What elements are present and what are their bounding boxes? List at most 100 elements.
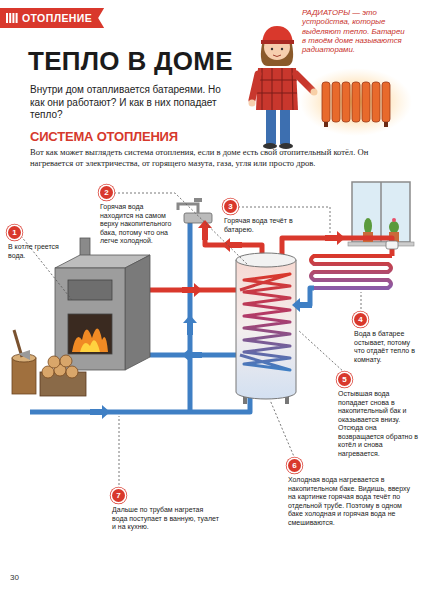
heat-glow (300, 68, 412, 136)
intro-text: Внутри дом отапливается батареями. Но ка… (30, 84, 235, 122)
icon-fin (6, 13, 8, 23)
cold-flow-arrow (183, 315, 197, 335)
callout-text: Вода в батарее остывает, потому что отда… (354, 330, 418, 364)
flame (72, 328, 108, 352)
section-banner: ОТОПЛЕНИЕ (0, 8, 104, 28)
banner-text: ОТОПЛЕНИЕ (0, 8, 104, 28)
chopping-stump (12, 358, 36, 394)
girl-leg (280, 108, 290, 144)
callout-text: Горячая вода находится на самом верху на… (100, 203, 178, 246)
cactus (364, 218, 372, 234)
hot-flow-arrow (198, 220, 212, 240)
girl-shirt (256, 68, 298, 110)
callout-number: 4 (354, 313, 367, 326)
callout-number: 2 (100, 186, 113, 199)
shirt-plaid (257, 68, 297, 110)
callout-text: Остывшая вода попадает снова в накопител… (338, 390, 420, 458)
flame-core (80, 340, 100, 352)
cold-flow-arrow (90, 405, 110, 419)
radiator-coil (311, 256, 392, 288)
boiler-front (55, 268, 125, 370)
cold-inlet-pipe (30, 394, 250, 412)
firewood (12, 330, 86, 396)
cold-flow-arrow (182, 348, 202, 362)
axe-blade (18, 350, 30, 360)
faucet-base (184, 213, 212, 223)
window-sill (348, 242, 414, 246)
radiator-foot (324, 122, 328, 127)
girl-eye (271, 48, 273, 50)
glowing-radiator (300, 68, 412, 136)
girl-eye (281, 48, 283, 50)
boiler-side (125, 255, 150, 370)
callout-text: Холодная вода нагревается в накопительно… (288, 476, 416, 527)
callout: 1 В котле греется вода. (8, 226, 66, 260)
axe-handle (14, 330, 22, 357)
leader-line (119, 416, 120, 489)
window-frame (352, 182, 410, 242)
window-bar (380, 182, 382, 242)
callout-number: 6 (288, 459, 301, 472)
callout-number: 3 (224, 200, 237, 213)
radiator-fin (352, 82, 360, 122)
callout: 6Холодная вода нагревается в накопительн… (288, 459, 416, 527)
thermostat-valve (386, 241, 398, 249)
page-title: ТЕПЛО В ДОМЕ (28, 46, 233, 77)
radiator-fin (332, 82, 340, 122)
icon-fin (12, 13, 14, 23)
radiator-fin (322, 82, 330, 122)
faucet-handle (194, 198, 202, 202)
icon-fin (16, 13, 18, 23)
leader-line (270, 400, 295, 459)
callout-text: Дальше по трубам нагретая вода поступает… (112, 506, 220, 532)
radiator-fin (382, 82, 390, 122)
tank-top (236, 253, 296, 267)
radiator-foot (384, 122, 388, 127)
girl-arm (252, 74, 258, 100)
body-paragraph: Вот как может выглядеть система отоплени… (30, 147, 402, 168)
callout-number: 7 (112, 489, 125, 502)
banner-band (0, 8, 104, 28)
radiator-fin (372, 82, 380, 122)
callout-number: 5 (338, 373, 351, 386)
tank-coil (240, 274, 290, 370)
faucet-spout (178, 204, 198, 213)
cactus-flower (392, 218, 396, 222)
girl-mouth (273, 55, 281, 57)
icon-fin (9, 13, 11, 23)
log (66, 366, 78, 378)
hot-flow-arrow (325, 231, 345, 245)
callout: 5Остывшая вода попадает снова в накопите… (338, 373, 420, 458)
girl-leg (266, 108, 276, 144)
girl-hand (249, 100, 256, 107)
log (60, 355, 72, 367)
radiator-fin (362, 82, 370, 122)
boiler (55, 238, 150, 370)
hot-flow-arrow (222, 238, 242, 252)
faucet (178, 198, 212, 223)
leader-line (361, 292, 362, 313)
callout-text: В котле греется вода. (8, 243, 66, 260)
girl-cap (262, 26, 293, 43)
tank-body (236, 260, 296, 399)
boiler-door (68, 280, 112, 300)
page-number: 30 (10, 573, 19, 582)
hot-flow-arrow (182, 283, 202, 297)
callout-text: Горячая вода течёт в батарею. (224, 217, 302, 234)
flow-arrows (90, 220, 345, 419)
firebox (68, 314, 112, 354)
callout-number: 1 (8, 226, 21, 239)
callout: 7Дальше по трубам нагретая вода поступае… (112, 489, 220, 532)
log (48, 356, 60, 368)
callout: 4Вода в батарее остывает, потому что отд… (354, 313, 418, 364)
radiator-fin (342, 82, 350, 122)
section-heading: СИСТЕМА ОТОПЛЕНИЯ (30, 129, 178, 144)
cap-band (261, 40, 294, 44)
speech-note: РАДИАТОРЫ — это устройства, которые выде… (302, 8, 410, 55)
leader-lines (21, 193, 361, 489)
radiator (311, 241, 398, 288)
cactus (389, 221, 399, 233)
pipes (30, 222, 392, 412)
cold-flow-arrow (292, 298, 312, 312)
